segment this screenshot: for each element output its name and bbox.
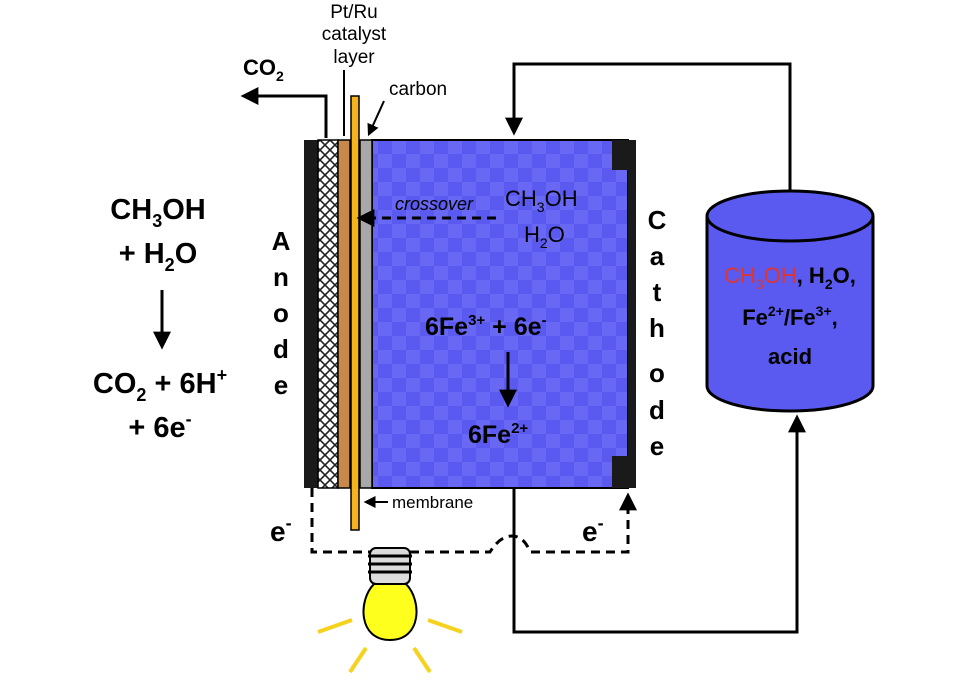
cathode-letter: o bbox=[649, 358, 665, 388]
catalyst-label-line1: Pt/Ru bbox=[330, 2, 378, 23]
external-circuit bbox=[310, 488, 630, 554]
crossover-methanol: CH3OH bbox=[505, 186, 578, 215]
anode-reaction: CH3OH + H2O CO2 + 6H+ + 6e- bbox=[93, 194, 227, 444]
membrane bbox=[350, 95, 360, 531]
crossover-label: crossover bbox=[395, 194, 474, 214]
catalyst-label-line2: catalyst bbox=[322, 24, 387, 45]
anode-reaction-line1: CH3OH bbox=[110, 194, 205, 231]
membrane-label: membrane bbox=[392, 493, 473, 512]
anode-reaction-line4: + 6e- bbox=[128, 409, 191, 444]
carbon-label: carbon bbox=[389, 79, 447, 100]
co2-label: CO2 bbox=[243, 55, 284, 84]
electron-label-right: e- bbox=[582, 513, 604, 547]
catalyst-label-line3: layer bbox=[333, 47, 375, 68]
co2-exhaust-arrow bbox=[240, 87, 328, 138]
anode-letter: A bbox=[272, 226, 291, 256]
crossover-water: H2O bbox=[524, 222, 565, 251]
return-pipe bbox=[512, 414, 806, 634]
cathode-letter: C bbox=[648, 205, 667, 235]
catalyst-layer bbox=[337, 139, 351, 489]
anode-letter: n bbox=[273, 262, 289, 292]
cathode-letter: t bbox=[653, 277, 662, 307]
electron-label-left: e- bbox=[270, 513, 292, 547]
cathode-letter: h bbox=[649, 313, 665, 343]
carbon-pointer bbox=[367, 100, 385, 137]
cathode-clamp-bottom bbox=[612, 456, 636, 488]
inflow-pipe bbox=[505, 62, 792, 215]
fuel-tank: CH3OH, H2O, Fe2+/Fe3+, acid bbox=[705, 189, 875, 413]
cathode-letter: d bbox=[649, 395, 665, 425]
electrolyte-chamber bbox=[371, 139, 629, 489]
anode-label: A n o d e bbox=[272, 226, 291, 400]
anode-reaction-line2: + H2O bbox=[119, 238, 198, 275]
anode-letter: o bbox=[273, 298, 289, 328]
tank-contents-line3: acid bbox=[768, 344, 812, 369]
carbon-layer bbox=[359, 139, 373, 489]
cathode-clamp-top bbox=[612, 140, 636, 170]
anode-reaction-line3: CO2 + 6H+ bbox=[93, 365, 227, 405]
anode-plate bbox=[304, 140, 318, 488]
cathode-letter: a bbox=[650, 241, 665, 271]
cathode-reaction-product: 6Fe2+ bbox=[468, 420, 528, 449]
anode-letter: d bbox=[273, 334, 289, 364]
anode-letter: e bbox=[274, 370, 288, 400]
cathode-label: C a t h o d e bbox=[648, 205, 667, 461]
cathode-plate bbox=[628, 140, 636, 488]
cathode-reaction-reactants: 6Fe3+ + 6e- bbox=[425, 312, 547, 341]
diffusion-mesh bbox=[317, 139, 339, 489]
tank-contents-line2: Fe2+/Fe3+, bbox=[742, 303, 838, 330]
tank-contents-line1: CH3OH, H2O, bbox=[724, 263, 856, 292]
light-bulb-icon bbox=[317, 547, 463, 674]
cathode-letter: e bbox=[650, 431, 664, 461]
